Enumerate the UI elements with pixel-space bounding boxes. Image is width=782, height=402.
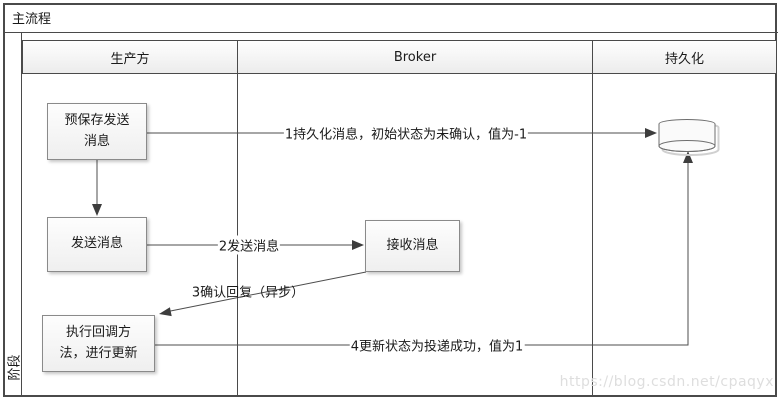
lane-header-producer-label: 生产方 xyxy=(110,51,150,67)
lane-header-persistence-label: 持久化 xyxy=(664,51,704,67)
diagram-title: 主流程 xyxy=(12,12,52,27)
stage-label: 阶段 xyxy=(7,354,23,381)
lane-divider-broker-persistence xyxy=(592,73,593,397)
diagram-outer-frame xyxy=(3,3,777,397)
watermark: https://blog.csdn.net/cpaqyx xyxy=(559,374,774,390)
lane-header-broker-label: Broker xyxy=(393,49,437,65)
arrow-label-persist-message: 1持久化消息，初始状态为未确认，值为-1 xyxy=(283,123,529,143)
stage-strip: 阶段 xyxy=(5,33,23,397)
node-execute-callback: 执行回调方 法，进行更新 xyxy=(42,315,155,372)
lane-header-broker: Broker xyxy=(237,40,593,74)
node-receive-message: 接收消息 xyxy=(365,220,460,272)
arrow-label-send-message: 2发送消息 xyxy=(217,235,281,255)
node-send-message: 发送消息 xyxy=(47,217,147,272)
arrow-label-update-status: 4更新状态为投递成功，值为1 xyxy=(349,335,525,355)
arrow-label-ack-reply: 3确认回复（异步） xyxy=(191,285,305,301)
title-divider xyxy=(4,32,778,33)
lane-header-persistence: 持久化 xyxy=(592,40,777,74)
lane-header-producer: 生产方 xyxy=(22,40,238,74)
node-presave-message: 预保存发送 消息 xyxy=(47,103,147,160)
